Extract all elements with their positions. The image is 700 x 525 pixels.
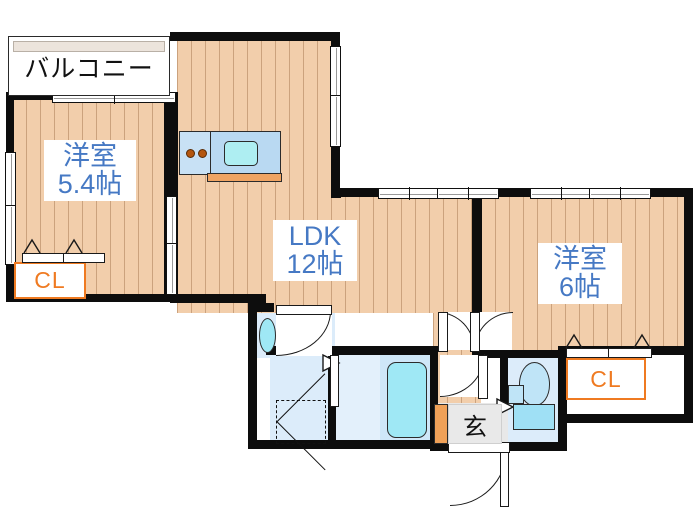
washitsu-right-name: 洋室 <box>553 244 607 274</box>
sliding-door-left-bedroom[interactable] <box>166 196 177 246</box>
closet-left-door-b[interactable] <box>63 253 105 263</box>
window-left-bedroom-exterior <box>5 152 16 209</box>
wall-ldk-lower-top <box>331 188 693 197</box>
toilet-tank-icon <box>508 385 524 404</box>
bedroom-closet-leaf-b[interactable] <box>470 312 480 352</box>
sliding-door-left-bedroom-2[interactable] <box>166 243 177 295</box>
window-ldk-lower-top-a[interactable] <box>378 187 440 200</box>
toilet-icon <box>519 362 550 406</box>
entrance-label-box: 玄 <box>448 404 502 444</box>
door-hallway-bedroom-leaf[interactable] <box>478 355 488 399</box>
wall-cap-utility-corner <box>248 440 257 449</box>
toilet-base-icon <box>513 404 555 430</box>
wall-utility-left-top <box>248 303 274 312</box>
kitchen-counter-edge <box>207 173 282 182</box>
balcony: バルコニー <box>8 36 170 96</box>
balcony-railing <box>13 41 165 52</box>
wall-cl-right-end <box>684 346 693 423</box>
washitsu-left-name: 洋室 <box>63 141 117 171</box>
entrance-label: 玄 <box>463 412 487 441</box>
kitchen-sink-icon <box>224 141 258 166</box>
wall-toilet-left <box>500 346 508 406</box>
entrance-door-arc <box>450 450 507 506</box>
kitchen-counter <box>179 131 281 175</box>
wall-genkan-right <box>558 346 567 450</box>
wash-basin-icon <box>259 318 276 353</box>
closet-right: CL <box>566 358 646 400</box>
wall-right-exterior <box>684 188 693 363</box>
floor-washitsu-right <box>481 195 686 355</box>
washing-machine-space-icon <box>276 400 326 444</box>
ldk-name: LDK <box>288 221 342 251</box>
room-label-ldk: LDK 12帖 <box>273 220 357 282</box>
closet-right-door-b[interactable] <box>608 348 652 358</box>
closet-left: CL <box>14 262 86 299</box>
room-label-washitsu-right: 洋室 6帖 <box>538 243 622 305</box>
wall-bedroom-right-bottom <box>472 350 562 358</box>
entrance-door-leaf[interactable] <box>500 450 509 507</box>
wall-left-bottom <box>6 294 178 302</box>
window-left-bedroom-exterior-2 <box>5 205 16 265</box>
room-label-washitsu-left: 洋室 5.4帖 <box>44 140 136 202</box>
closet-right-door-a[interactable] <box>566 348 610 358</box>
window-ldk-upper-right <box>330 46 341 98</box>
closet-left-door-marks <box>23 238 83 254</box>
washitsu-left-size: 5.4帖 <box>57 168 123 199</box>
balcony-label: バルコニー <box>24 54 154 83</box>
wall-ldk-top <box>170 32 340 41</box>
closet-right-label: CL <box>590 365 622 392</box>
burner-front-icon <box>186 149 195 158</box>
window-ldk-lower-top-b[interactable] <box>437 187 499 200</box>
ldk-size: 12帖 <box>286 248 344 279</box>
bathtub-icon <box>387 362 427 438</box>
wall-cl-right-bottom <box>558 414 693 423</box>
window-bedroom-right-top-a[interactable] <box>530 187 592 200</box>
wall-bath-right <box>430 346 438 446</box>
closet-left-label: CL <box>34 267 66 293</box>
washitsu-right-size: 6帖 <box>558 271 602 302</box>
bedroom-closet-leaf-a[interactable] <box>438 312 448 352</box>
wall-cap-ldk-corner <box>331 188 341 198</box>
window-ldk-upper-right-2 <box>330 95 341 147</box>
door-bath-leaf[interactable] <box>330 355 339 407</box>
floor-bath-wash <box>335 355 380 443</box>
shoe-cabinet-icon <box>434 404 448 444</box>
wall-partition-ldk-bedroom <box>472 188 482 358</box>
door-washroom-leaf[interactable] <box>276 305 332 315</box>
wall-ldk-bottom-mid <box>266 346 436 355</box>
window-bedroom-right-top-b[interactable] <box>589 187 651 200</box>
wall-utility-left <box>248 303 257 448</box>
wall-ldk-bottom-left <box>170 294 266 303</box>
closet-right-door-marks <box>565 333 651 349</box>
wall-utility-bottom <box>248 440 438 449</box>
burner-rear-icon <box>198 149 207 158</box>
closet-left-door-a[interactable] <box>22 253 64 263</box>
